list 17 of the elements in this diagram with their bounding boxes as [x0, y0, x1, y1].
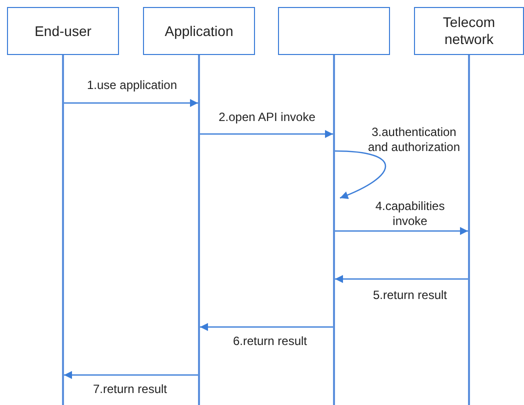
message-arrow — [334, 150, 386, 199]
edge-label: 2.open API invoke — [218, 110, 316, 125]
participant-name: Telecom network — [442, 14, 496, 48]
edge-label: 4.capabilities invoke — [374, 199, 446, 229]
participant-name: Application — [164, 22, 234, 40]
message-arrow — [200, 130, 333, 138]
edge-label: 1.use application — [86, 78, 178, 93]
edge-label: 6.return result — [232, 334, 308, 349]
message-arrow — [200, 323, 333, 331]
edge-label: 3.authentication and authorization — [366, 125, 462, 155]
message-arrow — [335, 275, 468, 283]
edge-label: 7.return result — [92, 382, 168, 397]
message-arrow — [64, 371, 198, 379]
edge-label: 5.return result — [372, 288, 448, 303]
participant-name: End-user — [34, 22, 92, 40]
message-arrow — [64, 99, 198, 107]
message-arrow — [335, 227, 468, 235]
